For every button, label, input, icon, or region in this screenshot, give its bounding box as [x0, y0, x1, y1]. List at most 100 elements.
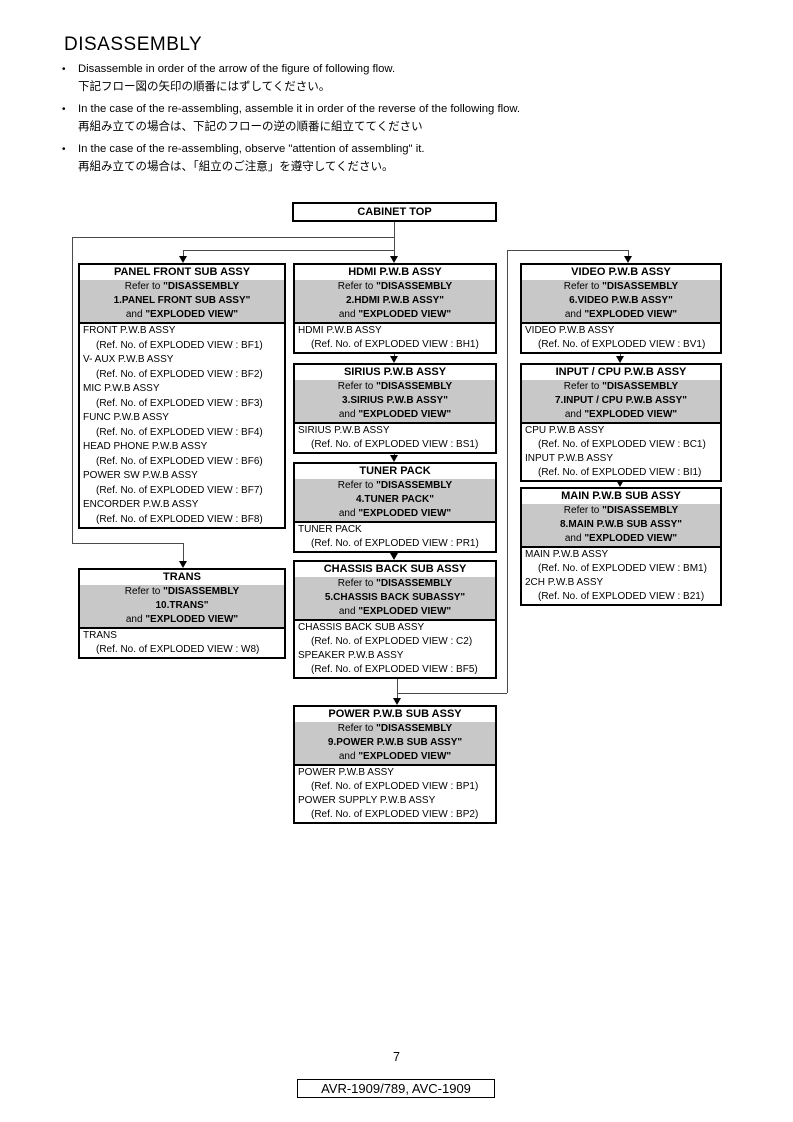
bullet-text-jp: 再組み立ての場合は、下記のフローの逆の順番に組立ててください [78, 120, 423, 133]
item-name: ENCORDER P.W.B ASSY [83, 499, 199, 510]
connector-line [183, 250, 394, 251]
box-refer-note: Refer to "DISASSEMBLY 3.SIRIUS P.W.B ASS… [295, 380, 495, 424]
refer-line1-bold: "DISASSEMBLY [602, 381, 679, 392]
box-refer-note: Refer to "DISASSEMBLY 7.INPUT / CPU P.W.… [522, 380, 720, 424]
refer-line1: Refer to "DISASSEMBLY [295, 380, 495, 394]
refer-line3-normal: and [564, 533, 585, 544]
bullet-text-en: Disassemble in order of the arrow of the… [78, 63, 396, 75]
connector-line [183, 250, 184, 257]
refer-line3-normal: and [338, 409, 359, 420]
box-title: CHASSIS BACK SUB ASSY [323, 563, 467, 575]
refer-line3: and "EXPLODED VIEW" [295, 308, 495, 322]
refer-line3-normal: and [125, 309, 146, 320]
refer-line1: Refer to "DISASSEMBLY [295, 577, 495, 591]
item-ref: (Ref. No. of EXPLODED VIEW : BP1) [311, 781, 479, 792]
refer-line1-normal: Refer to [124, 281, 164, 292]
arrow-down-icon [179, 256, 187, 263]
box-item-list: TUNER PACK (Ref. No. of EXPLODED VIEW : … [295, 523, 495, 551]
arrow-down-icon [616, 480, 624, 487]
refer-line1-normal: Refer to [337, 381, 377, 392]
box-refer-note: Refer to "DISASSEMBLY 9.POWER P.W.B SUB … [295, 722, 495, 766]
arrow-down-icon [393, 698, 401, 705]
refer-line2: 4.TUNER PACK" [356, 494, 434, 505]
item-ref: (Ref. No. of EXPLODED VIEW : BF6) [96, 455, 263, 467]
refer-line3-normal: and [564, 409, 585, 420]
model-label: AVR-1909/789, AVC-1909 [297, 1079, 495, 1098]
flow-box-hdmi-pwb-assy: HDMI P.W.B ASSY Refer to "DISASSEMBLY 2.… [293, 263, 497, 354]
refer-line3-bold: "EXPLODED VIEW" [358, 309, 452, 320]
refer-line1-bold: "DISASSEMBLY [376, 723, 453, 734]
flow-box-video-pwb-assy: VIDEO P.W.B ASSY Refer to "DISASSEMBLY 6… [520, 263, 722, 354]
bullet-icon: • [62, 104, 66, 115]
refer-line1-normal: Refer to [337, 578, 377, 589]
item-ref: (Ref. No. of EXPLODED VIEW : W8) [96, 644, 260, 655]
refer-line3-normal: and [338, 309, 359, 320]
connector-line [397, 693, 507, 694]
refer-line1-bold: "DISASSEMBLY [163, 281, 240, 292]
item-name: CHASSIS BACK SUB ASSY [298, 622, 425, 633]
item-name: FUNC P.W.B ASSY [83, 412, 169, 423]
flow-box-input-cpu-pwb-assy: INPUT / CPU P.W.B ASSY Refer to "DISASSE… [520, 363, 722, 482]
flow-box-tuner-pack: TUNER PACK Refer to "DISASSEMBLY 4.TUNER… [293, 462, 497, 553]
arrow-down-icon [390, 553, 398, 560]
page-number: 7 [393, 1050, 400, 1064]
item-name: TRANS [83, 630, 117, 641]
box-title: INPUT / CPU P.W.B ASSY [555, 366, 687, 378]
refer-line1-normal: Refer to [337, 723, 377, 734]
refer-line3: and "EXPLODED VIEW" [522, 532, 720, 546]
box-item-list: POWER P.W.B ASSY (Ref. No. of EXPLODED V… [295, 766, 495, 822]
box-refer-note: Refer to "DISASSEMBLY 5.CHASSIS BACK SUB… [295, 577, 495, 621]
refer-line3-normal: and [338, 508, 359, 519]
refer-line3: and "EXPLODED VIEW" [522, 308, 720, 322]
refer-line1: Refer to "DISASSEMBLY [522, 280, 720, 294]
bullet-text-jp: 再組み立ての場合は、「組立のご注意」を遵守してください。 [78, 160, 394, 173]
refer-line2: 1.PANEL FRONT SUB ASSY" [113, 295, 251, 306]
box-item-list: CHASSIS BACK SUB ASSY (Ref. No. of EXPLO… [295, 621, 495, 677]
box-refer-note: Refer to "DISASSEMBLY 4.TUNER PACK" and … [295, 479, 495, 523]
arrow-down-icon [179, 561, 187, 568]
refer-line3-normal: and [564, 309, 585, 320]
box-title: TRANS [163, 571, 201, 583]
refer-line3-bold: "EXPLODED VIEW" [145, 614, 239, 625]
refer-line1: Refer to "DISASSEMBLY [295, 280, 495, 294]
refer-line3-bold: "EXPLODED VIEW" [358, 508, 452, 519]
item-ref: (Ref. No. of EXPLODED VIEW : B21) [538, 591, 705, 602]
item-name: MIC P.W.B ASSY [83, 383, 160, 394]
refer-line1: Refer to "DISASSEMBLY [522, 504, 720, 518]
connector-line [72, 543, 183, 544]
refer-line1-normal: Refer to [337, 480, 377, 491]
item-name: FRONT P.W.B ASSY [83, 325, 176, 336]
bullet-icon: • [62, 64, 66, 75]
refer-line3-bold: "EXPLODED VIEW" [358, 606, 452, 617]
box-title: SIRIUS P.W.B ASSY [343, 366, 447, 378]
refer-line1-normal: Refer to [563, 505, 603, 516]
item-name: INPUT P.W.B ASSY [525, 453, 613, 464]
refer-line3: and "EXPLODED VIEW" [295, 408, 495, 422]
refer-line3: and "EXPLODED VIEW" [295, 605, 495, 619]
box-title: MAIN P.W.B SUB ASSY [561, 490, 681, 502]
item-ref: (Ref. No. of EXPLODED VIEW : BF8) [96, 513, 263, 525]
refer-line1-normal: Refer to [124, 586, 164, 597]
box-title: TUNER PACK [359, 465, 431, 477]
refer-line2: 2.HDMI P.W.B ASSY" [345, 295, 445, 306]
refer-line3: and "EXPLODED VIEW" [295, 507, 495, 521]
arrow-down-icon [616, 356, 624, 363]
box-refer-note: Refer to "DISASSEMBLY 10.TRANS" and "EXP… [80, 585, 284, 629]
refer-line1-bold: "DISASSEMBLY [602, 281, 679, 292]
item-name: HEAD PHONE P.W.B ASSY [83, 441, 208, 452]
item-name: POWER SUPPLY P.W.B ASSY [298, 795, 436, 806]
refer-line1: Refer to "DISASSEMBLY [295, 479, 495, 493]
refer-line3-bold: "EXPLODED VIEW" [358, 751, 452, 762]
refer-line2: 7.INPUT / CPU P.W.B ASSY" [555, 395, 687, 406]
box-item-list: HDMI P.W.B ASSY (Ref. No. of EXPLODED VI… [295, 324, 495, 352]
item-ref: (Ref. No. of EXPLODED VIEW : BF7) [96, 484, 263, 496]
refer-line1: Refer to "DISASSEMBLY [522, 380, 720, 394]
item-name: SPEAKER P.W.B ASSY [298, 650, 404, 661]
bullet-item: • In the case of the re-assembling, asse… [62, 101, 520, 136]
item-name: POWER P.W.B ASSY [298, 767, 394, 778]
refer-line1: Refer to "DISASSEMBLY [295, 722, 495, 736]
refer-line3: and "EXPLODED VIEW" [295, 750, 495, 764]
flow-box-sirius-pwb-assy: SIRIUS P.W.B ASSY Refer to "DISASSEMBLY … [293, 363, 497, 454]
refer-line1-bold: "DISASSEMBLY [376, 480, 453, 491]
